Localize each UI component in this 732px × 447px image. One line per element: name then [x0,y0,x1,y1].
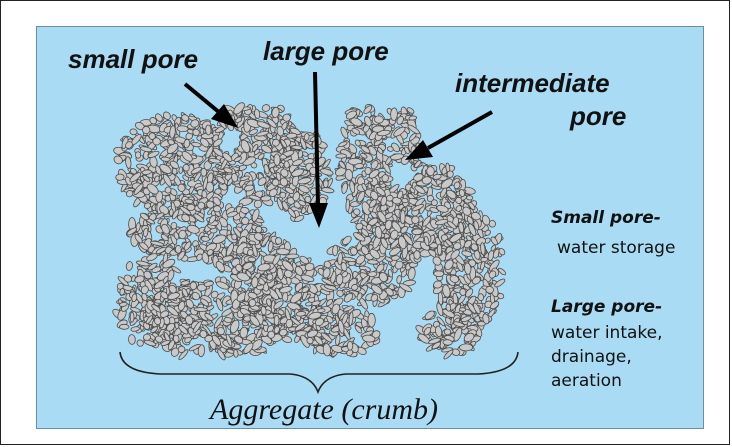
soil-particle [414,251,421,260]
soil-particle [201,236,210,242]
soil-particle [346,199,350,212]
legend-small-pore-title: Small pore- [551,208,661,228]
soil-particle [251,277,258,288]
soil-particles [111,101,507,361]
soil-particle [426,166,434,176]
soil-particle [129,128,137,135]
soil-particle [248,299,256,307]
soil-particle [276,248,289,254]
soil-particle [213,206,221,212]
soil-particle [322,343,331,356]
soil-particle [437,244,442,255]
soil-particle [115,174,124,181]
soil-particle [194,307,208,311]
soil-particle [401,198,408,203]
soil-particle [119,324,129,329]
legend-large-pore-desc-1: water intake, [551,321,663,345]
soil-particle [205,125,211,135]
soil-particle [466,195,473,200]
legend-small-pore-desc: water storage [557,236,675,260]
soil-particle [183,164,190,171]
soil-particle [128,334,135,344]
soil-particle [321,187,334,194]
soil-particle [187,204,195,211]
soil-particle [434,271,444,277]
soil-particle [197,202,205,210]
soil-particle [444,329,451,335]
soil-particle [390,108,397,121]
soil-particle [323,180,328,188]
soil-particle [190,282,197,290]
soil-particle [459,344,472,351]
soil-particle [459,288,466,296]
legend-large-pore-desc-3: aeration [551,369,622,393]
soil-particle [386,195,393,202]
soil-particle [173,335,180,343]
soil-particle [256,226,262,233]
soil-particle [274,315,279,325]
soil-particle [175,245,181,253]
small-pore-label: small pore [68,46,198,73]
soil-particle [368,313,375,327]
intermediate-pore-label-line2: pore [570,103,626,130]
soil-particle [274,154,280,166]
soil-particle [135,151,141,158]
soil-particle [224,317,232,323]
soil-particle [391,255,400,261]
aggregate-caption: Aggregate (crumb) [210,393,438,427]
intermediate-pore-label-line1: intermediate [455,70,610,97]
soil-particle [366,224,372,231]
legend-large-pore-desc-2: drainage, [551,345,632,369]
soil-particle [261,104,270,112]
soil-particle [478,293,484,300]
soil-particle [286,254,299,259]
soil-particle [286,319,293,327]
soil-particle [400,210,405,224]
soil-particle [332,245,338,256]
legend-large-pore-title: Large pore- [551,297,662,317]
soil-particle [347,341,353,350]
soil-particle [125,261,133,271]
soil-particle [268,331,275,339]
soil-particle [136,339,145,348]
soil-particle [459,307,466,311]
soil-particle [443,339,453,345]
soil-particle [261,195,272,201]
soil-particle [336,154,347,159]
soil-particle [412,229,423,235]
soil-particle [130,312,134,322]
large-pore-label: large pore [263,38,389,65]
soil-particle [171,222,177,229]
soil-particle [177,126,188,132]
soil-particle [178,166,183,173]
soil-particle [367,260,378,265]
soil-particle [374,116,384,124]
soil-particle [248,257,256,262]
soil-particle [286,133,297,139]
soil-particle [143,334,151,341]
soil-particle [396,275,402,284]
